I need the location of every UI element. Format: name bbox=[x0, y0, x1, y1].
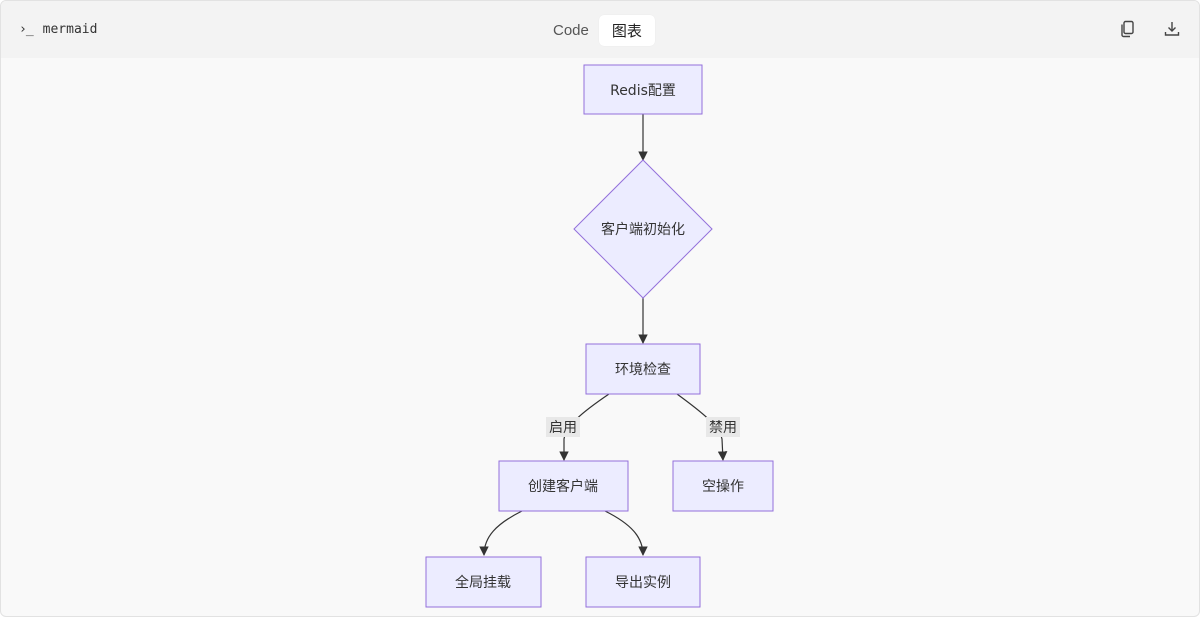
edge-label-disabled-bg bbox=[706, 417, 740, 437]
node-env-check: 环境检查 bbox=[585, 343, 701, 395]
svg-text:环境检查: 环境检查 bbox=[615, 362, 671, 378]
svg-text:空操作: 空操作 bbox=[702, 479, 744, 495]
edge-label-enabled: 启用 bbox=[549, 420, 577, 436]
tab-code[interactable]: Code bbox=[553, 22, 589, 39]
download-icon bbox=[1164, 22, 1180, 36]
node-create-client: 创建客户端 bbox=[498, 460, 629, 512]
terminal-prompt-icon: ›_ bbox=[19, 22, 34, 37]
edge-create-to-global bbox=[479, 510, 523, 556]
svg-text:全局挂载: 全局挂载 bbox=[455, 574, 511, 591]
language-label: mermaid bbox=[42, 22, 98, 37]
diagram-canvas: 启用 禁用 Redis配置 客户端初始化 环境检查 创建客户端 bbox=[1, 58, 1199, 616]
copy-icon bbox=[1121, 20, 1134, 38]
node-global-mount: 全局挂载 bbox=[425, 556, 542, 608]
node-export-instance: 导出实例 bbox=[585, 556, 701, 608]
flowchart: 启用 禁用 Redis配置 客户端初始化 环境检查 创建客户端 bbox=[425, 64, 774, 608]
edge-label-enabled-bg bbox=[546, 417, 580, 437]
node-client-init: 客户端初始化 bbox=[573, 159, 713, 299]
svg-text:客户端初始化: 客户端初始化 bbox=[601, 221, 685, 238]
download-button[interactable] bbox=[1162, 19, 1182, 39]
svg-text:Redis配置: Redis配置 bbox=[610, 83, 676, 99]
edge-label-disabled: 禁用 bbox=[709, 420, 737, 436]
node-noop: 空操作 bbox=[672, 460, 774, 512]
copy-button[interactable] bbox=[1118, 19, 1138, 39]
tab-diagram[interactable]: 图表 bbox=[598, 15, 655, 46]
edge-create-to-export bbox=[604, 510, 648, 556]
node-redis-config: Redis配置 bbox=[583, 64, 703, 115]
view-tabs: Code 图表 bbox=[543, 15, 655, 46]
svg-text:导出实例: 导出实例 bbox=[615, 575, 671, 591]
code-block-header: ›_ mermaid Code 图表 bbox=[1, 1, 1199, 58]
language-indicator: ›_ mermaid bbox=[19, 22, 97, 37]
svg-text:创建客户端: 创建客户端 bbox=[528, 478, 598, 495]
